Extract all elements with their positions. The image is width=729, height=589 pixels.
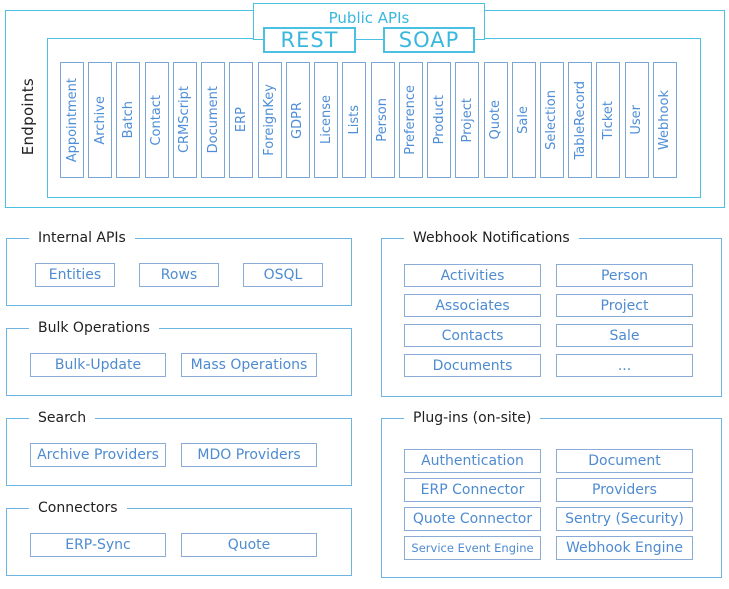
endpoint-box-appointment: Appointment [60,62,84,178]
endpoint-label: GDPR [290,101,306,139]
endpoint-label: Ticket [600,100,616,140]
section-title-webhook-notifications: Webhook Notifications [404,230,579,246]
section-buttons: Entities Rows OSQL [7,239,351,287]
section-buttons: ERP-Sync Quote [7,509,351,557]
soap-box: SOAP [383,27,475,53]
endpoint-label: Quote [488,100,504,140]
box-bulk-update: Bulk-Update [30,353,166,377]
box-contacts: Contacts [404,324,541,347]
box-erp-sync: ERP-Sync [30,533,166,557]
endpoint-label: Lists [346,105,362,135]
endpoint-box-quote: Quote [483,62,508,178]
endpoint-box-batch: Batch [116,62,141,178]
box-activities: Activities [404,264,541,287]
endpoint-label: User [629,105,645,135]
box-quote-connector: Quote Connector [404,507,541,531]
endpoint-label: CRMScript [177,86,193,154]
endpoint-box-crmscript: CRMScript [172,62,197,178]
box-mass-operations: Mass Operations [181,353,317,377]
endpoint-label: Project [459,97,475,143]
endpoints-label: Endpoints [19,78,37,156]
endpoint-columns: Appointment Archive Batch Contact CRMScript D… [60,62,677,178]
box-providers: Providers [556,478,693,502]
box-project: Project [556,294,693,317]
section-buttons: Bulk-Update Mass Operations [7,329,351,377]
endpoint-label: Sale [516,106,532,134]
box-quote: Quote [181,533,317,557]
endpoint-box-webhook: Webhook [652,62,677,178]
box-document: Document [556,449,693,473]
box-sale: Sale [556,324,693,347]
box-sentry-security: Sentry (Security) [556,507,693,531]
endpoint-label: Product [431,95,447,145]
box-rows: Rows [139,263,219,287]
endpoint-box-erp: ERP [229,62,254,178]
endpoint-label: Appointment [64,77,80,163]
box-associates: Associates [404,294,541,317]
box-archive-providers: Archive Providers [30,443,166,467]
endpoint-box-person: Person [370,62,395,178]
endpoint-label: Archive [92,95,108,145]
endpoint-box-gdpr: GDPR [285,62,310,178]
endpoint-label: ForeignKey [262,84,278,156]
endpoint-box-sale: Sale [511,62,536,178]
endpoint-label: Selection [544,90,560,150]
box-osql: OSQL [243,263,323,287]
endpoint-label: Person [375,98,391,142]
section-plug-ins-on-site: Plug-ins (on-site) Authentication Document… [381,410,722,578]
box-documents: Documents [404,354,541,377]
endpoint-box-document: Document [201,62,226,178]
section-buttons: Archive Providers MDO Providers [7,419,351,467]
endpoint-label: License [318,95,334,145]
endpoint-box-preference: Preference [398,62,423,178]
endpoint-box-ticket: Ticket [596,62,621,178]
box-item: ... [556,354,693,377]
endpoint-label: Preference [403,85,419,155]
section-title-search: Search [29,410,96,426]
section-title-connectors: Connectors [29,500,127,516]
box-entities: Entities [35,263,115,287]
box-webhook-engine: Webhook Engine [556,536,693,560]
box-mdo-providers: MDO Providers [181,443,317,467]
rest-box: REST [263,27,356,53]
endpoint-label: Batch [120,101,136,139]
section-title-bulk-operations: Bulk Operations [29,320,159,336]
endpoint-label: TableRecord [572,80,588,160]
endpoints-label-wrap: Endpoints [13,38,43,196]
endpoint-box-selection: Selection [539,62,564,178]
endpoint-label: Webhook [657,89,673,151]
endpoint-box-lists: Lists [342,62,367,178]
endpoint-label: ERP [233,107,249,133]
endpoint-label: Document [205,86,221,154]
endpoint-box-tablerecord: TableRecord [568,62,593,178]
endpoint-label: Contact [149,94,165,146]
box-authentication: Authentication [404,449,541,473]
endpoint-box-archive: Archive [88,62,113,178]
endpoint-box-foreignkey: ForeignKey [257,62,282,178]
endpoint-box-license: License [314,62,339,178]
endpoint-box-contact: Contact [144,62,169,178]
box-service-event-engine: Service Event Engine [404,536,541,560]
box-erp-connector: ERP Connector [404,478,541,502]
public-apis-label: Public APIs [328,9,410,27]
endpoint-box-project: Project [455,62,480,178]
section-title-internal-apis: Internal APIs [29,230,135,246]
endpoint-box-user: User [624,62,649,178]
endpoint-box-product: Product [427,62,452,178]
box-person: Person [556,264,693,287]
section-title-plug-ins-on-site: Plug-ins (on-site) [404,410,541,426]
